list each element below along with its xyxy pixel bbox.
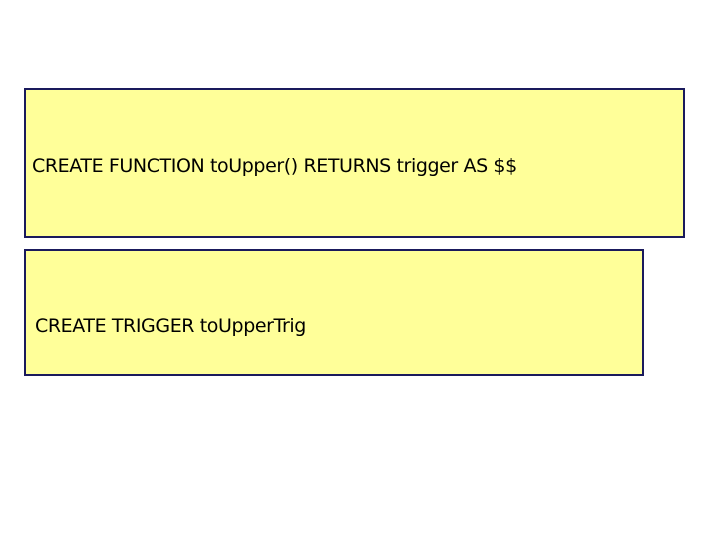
code-line: CREATE FUNCTION toUpper() RETURNS trigge… xyxy=(32,155,517,177)
sql-trigger-code-block: CREATE TRIGGER toUpperTrig BEFORE INSERT… xyxy=(24,249,644,376)
sql-function-code-block: CREATE FUNCTION toUpper() RETURNS trigge… xyxy=(24,88,685,238)
code-line: CREATE TRIGGER toUpperTrig xyxy=(35,315,306,337)
